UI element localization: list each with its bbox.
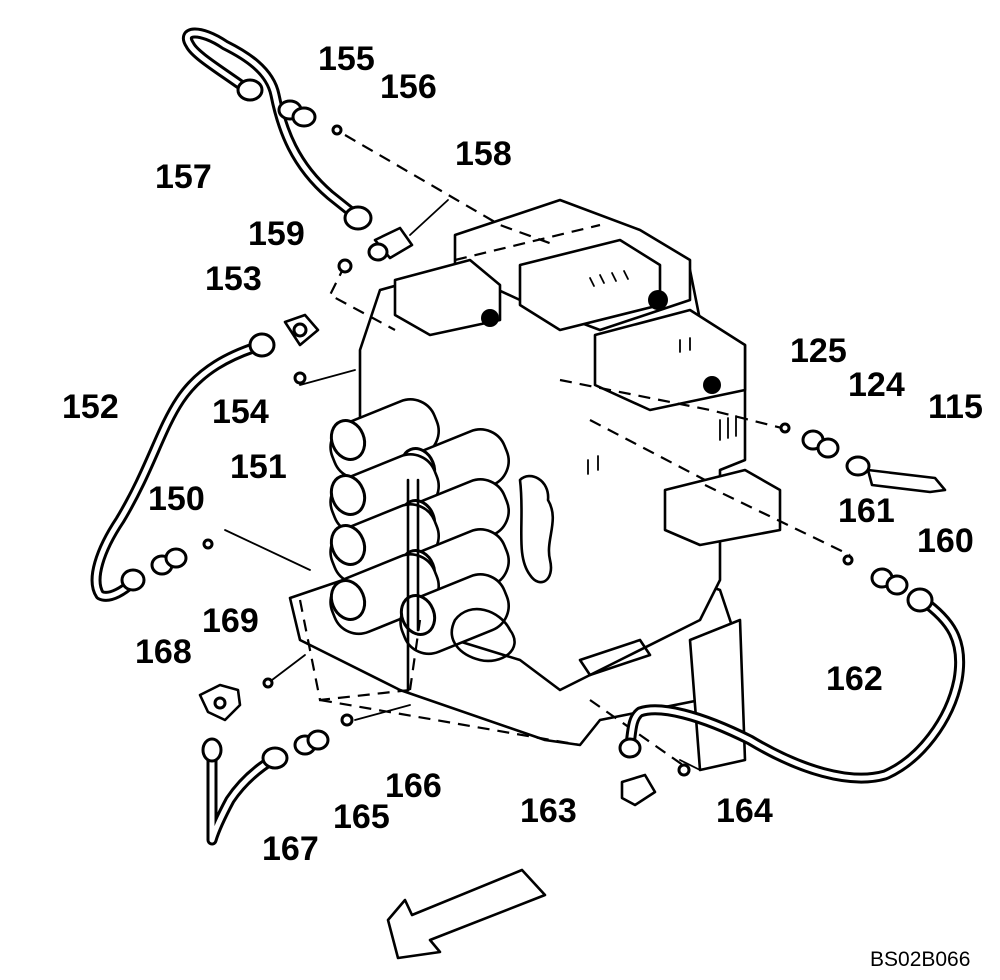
part-label-150: 150 (148, 480, 205, 518)
oring-125 (779, 422, 791, 434)
part-label-152: 152 (62, 388, 119, 426)
part-label-157: 157 (155, 158, 212, 196)
pipe-157 (182, 27, 373, 231)
fitting-165 (293, 729, 330, 756)
part-label-167: 167 (262, 830, 319, 868)
part-label-164: 164 (716, 792, 773, 830)
elbow-168 (198, 683, 242, 722)
fitting-155 (277, 99, 317, 128)
oring-151 (202, 538, 214, 550)
hose-115 (845, 455, 947, 494)
oring-169 (262, 677, 274, 689)
oring-159 (337, 258, 353, 274)
pipe-162 (618, 587, 966, 784)
elbow-163 (620, 773, 657, 807)
fitting-150 (150, 547, 188, 576)
part-label-151: 151 (230, 448, 287, 486)
oring-161b (842, 554, 854, 566)
oring-154 (293, 371, 307, 385)
part-label-169: 169 (202, 602, 259, 640)
part-label-156: 156 (380, 68, 437, 106)
oring-156 (331, 124, 343, 136)
part-label-163: 163 (520, 792, 577, 830)
part-label-158: 158 (455, 135, 512, 173)
drawing-reference-code: BS02B066 (870, 948, 970, 971)
part-label-155: 155 (318, 40, 375, 78)
pipe-167 (201, 737, 289, 846)
part-label-154: 154 (212, 393, 269, 431)
part-label-159: 159 (248, 215, 305, 253)
part-label-162: 162 (826, 660, 883, 698)
part-label-115: 115 (928, 388, 983, 426)
leader-lines (224, 369, 701, 771)
oring-166 (340, 713, 354, 727)
connector-153 (283, 313, 320, 347)
pipe-152 (90, 332, 276, 602)
part-labels: 155 156 157 158 159 153 152 154 151 150 … (62, 40, 983, 971)
part-label-166: 166 (385, 767, 442, 805)
fitting-160 (870, 567, 909, 596)
part-label-153: 153 (205, 260, 262, 298)
part-label-165: 165 (333, 798, 390, 836)
dashed-alignment-lines (298, 134, 851, 771)
part-label-160: 160 (917, 522, 974, 560)
fitting-124 (801, 429, 840, 459)
front-direction-arrow-icon (386, 868, 547, 960)
part-label-125: 125 (790, 332, 847, 370)
part-label-124: 124 (848, 366, 905, 404)
part-label-168: 168 (135, 633, 192, 671)
control-valve-body (288, 198, 782, 772)
oring-164 (677, 763, 691, 777)
elbow-158 (367, 199, 449, 262)
part-label-161: 161 (838, 492, 895, 530)
